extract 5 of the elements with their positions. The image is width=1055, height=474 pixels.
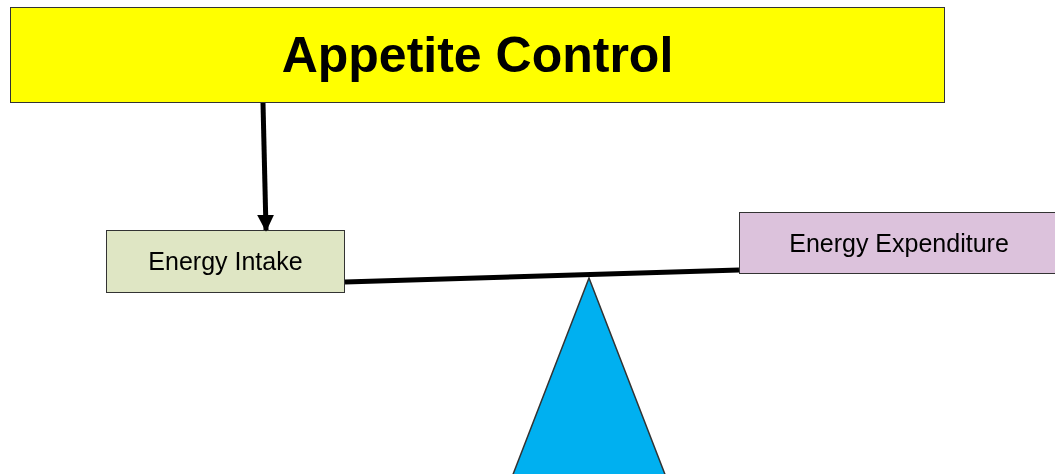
label-box: Energy Intake xyxy=(106,230,345,293)
balance-beam xyxy=(344,267,740,285)
label-box: Energy Expenditure xyxy=(739,212,1055,274)
title-box: Appetite Control xyxy=(10,7,945,103)
arrow xyxy=(257,102,275,232)
